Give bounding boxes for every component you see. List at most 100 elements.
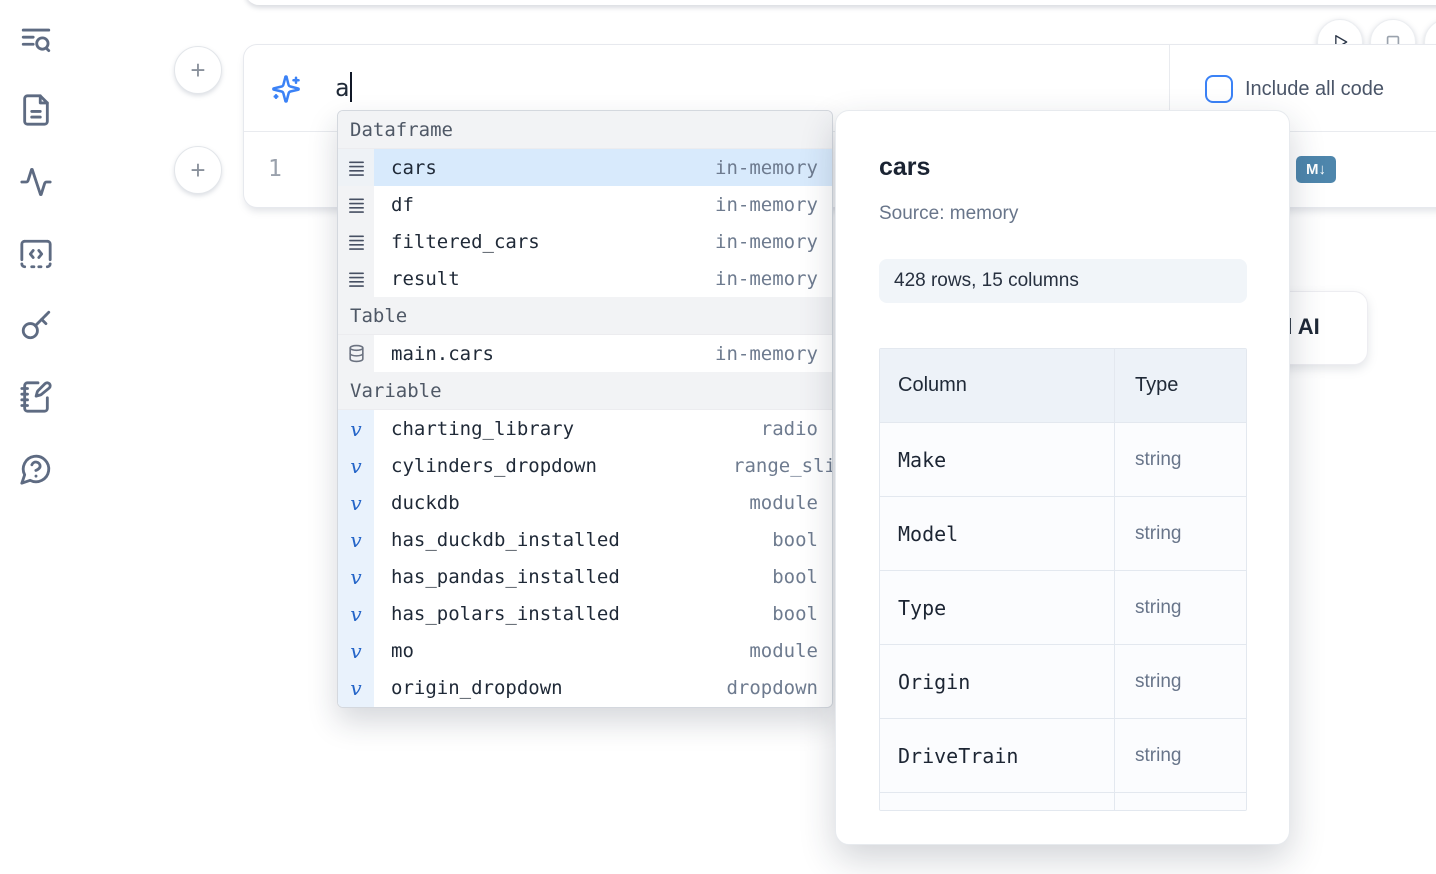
autocomplete-item-has_pandas_installed[interactable]: v has_pandas_installed bool: [338, 558, 832, 595]
item-name: cylinders_dropdown: [391, 454, 597, 477]
sidebar: [0, 0, 72, 874]
shape-badge: 428 rows, 15 columns: [879, 259, 1247, 303]
file-text-icon: [23, 94, 49, 126]
variable-icon: v: [338, 632, 374, 669]
schema-table-row-partial: [880, 793, 1246, 810]
column-type: string: [1135, 522, 1182, 544]
column-name: Type: [898, 595, 947, 620]
column-header: Column: [898, 374, 967, 396]
item-type: module: [749, 491, 818, 514]
activity-icon: [20, 167, 52, 197]
column-name: Origin: [898, 669, 971, 694]
autocomplete-section-header: Dataframe: [338, 111, 832, 149]
item-type: in-memory: [715, 342, 818, 365]
schema-table-header: Column Type: [880, 349, 1246, 423]
variable-icon: v: [338, 706, 374, 707]
item-name: result: [391, 267, 460, 290]
rows-icon: [338, 223, 374, 260]
sidebar-item-snippets[interactable]: [19, 237, 53, 271]
item-type: in-memory: [715, 267, 818, 290]
include-all-code-checkbox[interactable]: [1205, 75, 1233, 103]
type-header: Type: [1114, 349, 1246, 422]
add-cell-above-button[interactable]: +: [174, 46, 222, 94]
autocomplete-item-pd[interactable]: vpdmodule: [338, 706, 832, 707]
item-type: bool: [772, 602, 818, 625]
item-name: filtered_cars: [391, 230, 540, 253]
schema-table-row: Make string: [880, 423, 1246, 497]
autocomplete-item-result[interactable]: result in-memory: [338, 260, 832, 297]
rows-icon: [338, 260, 374, 297]
item-name: duckdb: [391, 491, 460, 514]
item-name: charting_library: [391, 417, 575, 440]
item-type: bool: [772, 528, 818, 551]
item-type: in-memory: [715, 156, 818, 179]
code-square-icon: [20, 239, 52, 269]
ai-prompt-value: a: [335, 74, 350, 102]
sidebar-item-help[interactable]: [19, 452, 53, 486]
item-type: range_sli: [733, 454, 833, 477]
schema-table-row: Type string: [880, 571, 1246, 645]
variable-icon: v: [338, 669, 374, 706]
schema-table-row: DriveTrain string: [880, 719, 1246, 793]
column-type: string: [1135, 448, 1182, 470]
notebook-pen-icon: [20, 381, 52, 413]
convert-to-markdown-button[interactable]: M↓: [1296, 156, 1336, 183]
sparkles-icon: [271, 74, 301, 104]
item-type: bool: [772, 565, 818, 588]
ai-prompt-input[interactable]: a: [332, 45, 1162, 132]
variable-icon: v: [338, 521, 374, 558]
autocomplete-section-header: Variable: [338, 372, 832, 410]
autocomplete-item-df[interactable]: df in-memory: [338, 186, 832, 223]
dataframe-preview-panel: cars Source: memory 428 rows, 15 columns…: [835, 110, 1290, 845]
item-name: main.cars: [391, 342, 494, 365]
column-type: string: [1135, 670, 1182, 692]
column-name: DriveTrain: [898, 743, 1019, 768]
item-name: mo: [391, 639, 414, 662]
list-search-icon: [21, 28, 51, 53]
item-type: in-memory: [715, 230, 818, 253]
database-icon: [338, 335, 374, 372]
item-type: in-memory: [715, 193, 818, 216]
column-type: string: [1135, 596, 1182, 618]
item-type: module: [749, 639, 818, 662]
previous-cell-bottom: [245, 0, 1436, 5]
add-cell-below-button[interactable]: +: [174, 146, 222, 194]
autocomplete-section-header: Table: [338, 297, 832, 335]
autocomplete-item-main.cars[interactable]: main.cars in-memory: [338, 335, 832, 372]
sidebar-item-secrets[interactable]: [19, 308, 53, 342]
help-chat-icon: [20, 454, 51, 485]
rows-icon: [338, 186, 374, 223]
rows-icon: [338, 149, 374, 186]
item-name: df: [391, 193, 414, 216]
variable-icon: v: [338, 484, 374, 521]
sidebar-item-scratchpad[interactable]: [19, 380, 53, 414]
variable-icon: v: [338, 595, 374, 632]
autocomplete-item-filtered_cars[interactable]: filtered_cars in-memory: [338, 223, 832, 260]
markdown-badge: M↓: [1306, 161, 1326, 178]
variable-icon: v: [338, 447, 374, 484]
column-name: Model: [898, 521, 959, 546]
variable-icon: v: [338, 410, 374, 447]
schema-table-row: Origin string: [880, 645, 1246, 719]
sidebar-item-tracing[interactable]: [19, 165, 53, 199]
column-name: Make: [898, 447, 947, 472]
text-caret: [350, 72, 353, 102]
item-name: origin_dropdown: [391, 676, 563, 699]
sidebar-item-search[interactable]: [19, 23, 53, 57]
item-name: has_pandas_installed: [391, 565, 620, 588]
column-type: string: [1135, 744, 1182, 766]
sidebar-item-files[interactable]: [19, 93, 53, 127]
key-icon: [21, 310, 51, 340]
autocomplete-item-cylinders_dropdown[interactable]: v cylinders_dropdown range_sli: [338, 447, 832, 484]
variable-icon: v: [338, 558, 374, 595]
